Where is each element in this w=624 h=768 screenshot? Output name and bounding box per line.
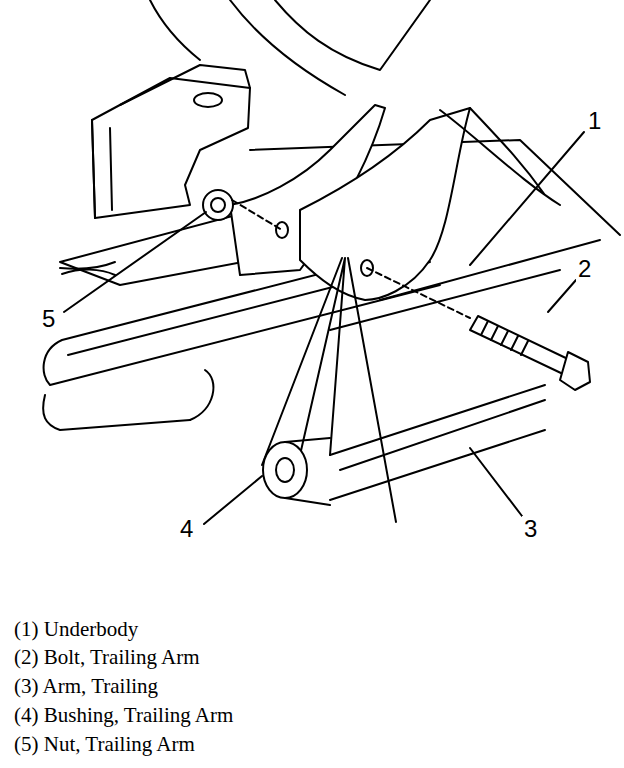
- trailing-arm-bolt: [470, 316, 570, 374]
- leader-line: [470, 132, 584, 265]
- legend-text: (5) Nut, Trailing Arm: [14, 733, 195, 756]
- bolt-hole: [276, 222, 288, 238]
- bolt-thread: [481, 321, 528, 355]
- mount-hole: [194, 93, 222, 107]
- legend-text: (1) Underbody: [14, 618, 138, 641]
- bracket-flange: [440, 108, 560, 205]
- bolt-head: [560, 352, 590, 390]
- trailing-arm: [330, 385, 545, 500]
- leader-line: [470, 448, 522, 516]
- legend-text: (2) Bolt, Trailing Arm: [14, 646, 200, 669]
- bushing-bore: [276, 458, 294, 482]
- callout-number: 3: [522, 516, 539, 542]
- leader-line: [548, 280, 576, 312]
- trailing-arm-bushing: [263, 442, 307, 498]
- callout-number: 2: [576, 256, 593, 282]
- bracket-ear: [300, 108, 470, 300]
- leader-line: [64, 212, 206, 312]
- legend-text: (3) Arm, Trailing: [14, 675, 158, 698]
- frame-rail: [275, 0, 430, 70]
- mount-block: [120, 65, 250, 105]
- trailing-arm-nut: [203, 190, 233, 220]
- alignment-line: [262, 258, 396, 522]
- trailing-arm-nut: [211, 198, 225, 212]
- leader-line: [204, 476, 262, 524]
- legend-text: (4) Bushing, Trailing Arm: [14, 704, 233, 727]
- mount-block: [92, 120, 112, 218]
- bolt-axis: [232, 200, 282, 230]
- bolt-axis: [367, 268, 470, 318]
- callout-number: 5: [40, 306, 57, 332]
- frame-rail: [150, 0, 200, 60]
- rocker-bar: [190, 370, 213, 420]
- callout-number: 1: [586, 108, 603, 134]
- callout-number: 4: [178, 516, 195, 542]
- plate-slot: [60, 262, 115, 275]
